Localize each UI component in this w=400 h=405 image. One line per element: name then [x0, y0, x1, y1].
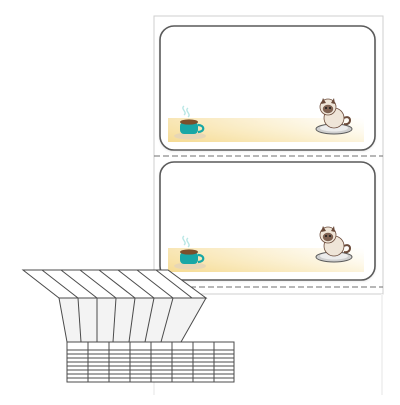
fanfold-top-segments [41, 269, 193, 299]
coffee-cup-icon [174, 235, 206, 270]
cat-in-bowl-icon [315, 226, 353, 263]
cat-in-bowl-icon [315, 98, 353, 135]
fanfold-stack-icon [21, 269, 235, 383]
fanfold-middle-segments [77, 297, 174, 343]
fanfold-bottom-stack [66, 341, 235, 383]
coffee-cup-icon [174, 105, 206, 140]
